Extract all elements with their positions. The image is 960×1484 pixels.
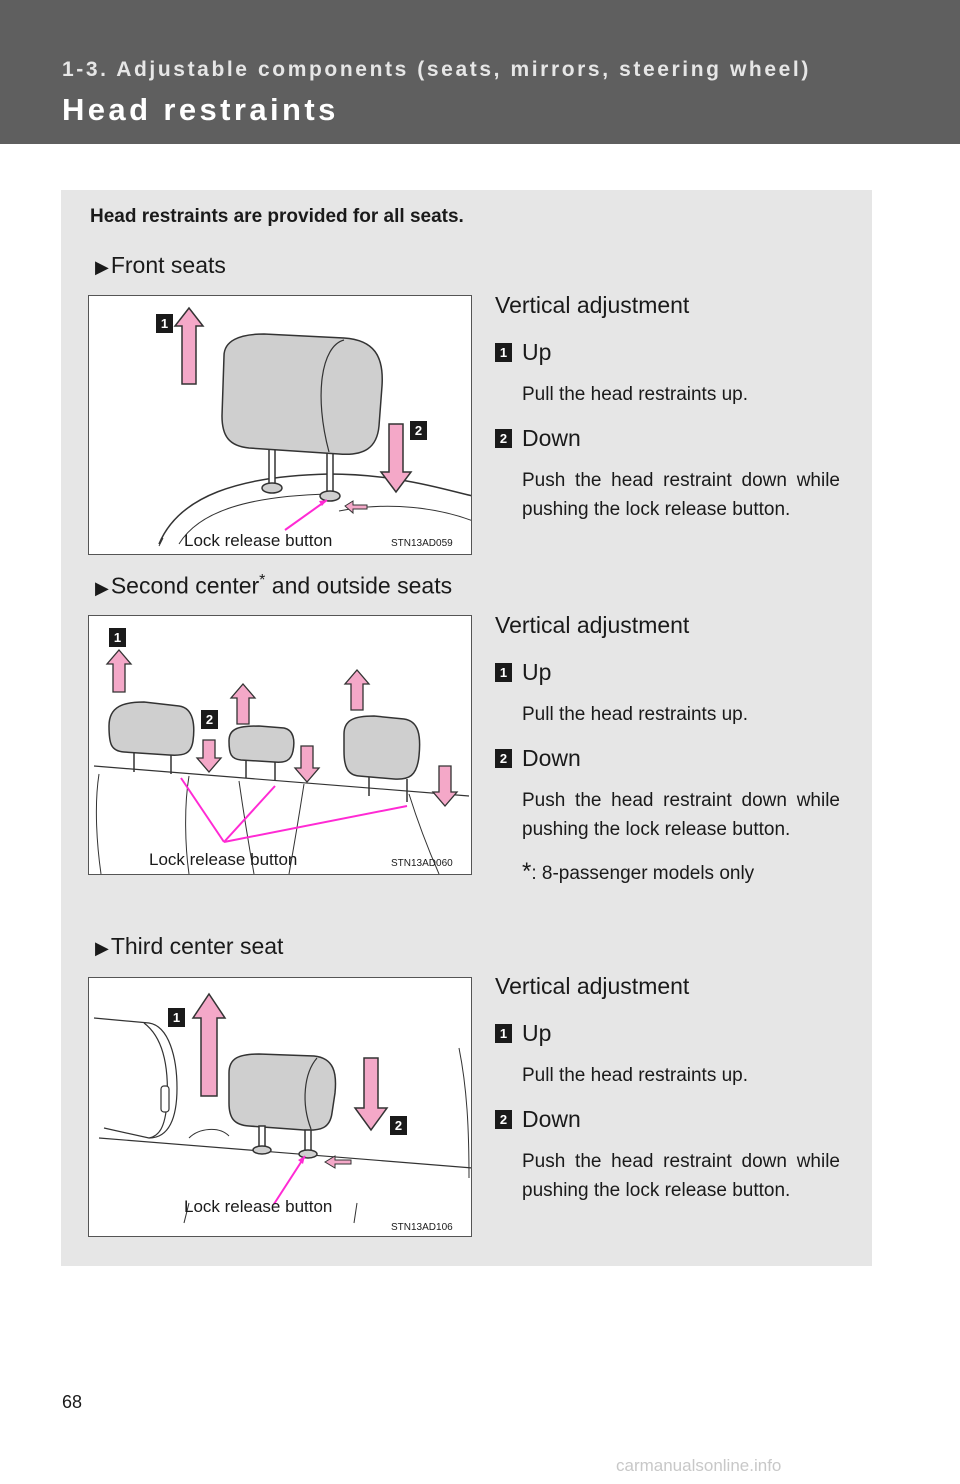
figure-code: STN13AD059 bbox=[391, 538, 453, 549]
asterisk: * bbox=[259, 572, 266, 589]
third-seat-description: Vertical adjustment 1 Up Pull the head r… bbox=[495, 973, 840, 1221]
lock-release-callout: Lock release button bbox=[184, 531, 333, 550]
chapter-title: 1-3. Adjustable components (seats, mirro… bbox=[62, 58, 811, 81]
number-1-badge: 1 bbox=[495, 663, 512, 682]
up-instruction: Pull the head restraints up. bbox=[522, 384, 749, 405]
vertical-adjustment-label: Vertical adjustment bbox=[495, 973, 690, 999]
section-heading-second-seats: ▶Second center* and outside seats bbox=[95, 572, 453, 599]
up-item: 1 Up bbox=[495, 1020, 840, 1047]
down-item: 2 Down bbox=[495, 1106, 840, 1133]
watermark: carmanualsonline.info bbox=[616, 1456, 782, 1475]
intro-text: Head restraints are provided for all sea… bbox=[90, 206, 464, 227]
second-seats-description: Vertical adjustment 1 Up Pull the head r… bbox=[495, 612, 840, 886]
triangle-icon: ▶ bbox=[95, 938, 109, 958]
section-heading-third-seat: ▶Third center seat bbox=[95, 933, 284, 959]
up-label: Up bbox=[522, 659, 552, 685]
number-2-badge: 2 bbox=[495, 1110, 512, 1129]
vertical-adjustment-label: Vertical adjustment bbox=[495, 612, 690, 638]
down-label: Down bbox=[522, 425, 581, 451]
number-2-badge: 2 bbox=[495, 429, 512, 448]
page-title: Head restraints bbox=[62, 92, 339, 127]
down-label: Down bbox=[522, 1106, 581, 1132]
up-instruction: Pull the head restraints up. bbox=[522, 704, 749, 725]
up-item: 1 Up bbox=[495, 339, 840, 366]
marker-2-badge: 2 bbox=[410, 421, 427, 440]
up-instruction: Pull the head restraints up. bbox=[522, 1065, 749, 1086]
footnote-asterisk: * bbox=[522, 858, 532, 885]
page-number: 68 bbox=[62, 1392, 83, 1412]
marker-1-badge: 1 bbox=[156, 314, 173, 333]
triangle-icon: ▶ bbox=[95, 577, 109, 598]
up-item: 1 Up bbox=[495, 659, 840, 686]
number-1-badge: 1 bbox=[495, 1024, 512, 1043]
footnote: *: 8-passenger models only bbox=[522, 858, 755, 885]
marker-2-badge: 2 bbox=[201, 710, 218, 729]
down-item: 2 Down bbox=[495, 745, 840, 772]
down-instruction: Push the head restraint down while pushi… bbox=[522, 1151, 840, 1201]
figure-third-seat: 1 2 Lock release button STN13AD106 bbox=[88, 977, 472, 1237]
number-2-badge: 2 bbox=[495, 749, 512, 768]
page-header: 1-3. Adjustable components (seats, mirro… bbox=[0, 0, 960, 144]
marker-1-badge: 1 bbox=[109, 628, 126, 647]
up-label: Up bbox=[522, 1020, 552, 1046]
lock-release-callout: Lock release button bbox=[184, 1197, 333, 1216]
figure-second-seats: 1 2 Lock release button STN13AD060 bbox=[88, 615, 472, 875]
section-heading-front-seats: ▶Front seats bbox=[95, 252, 226, 278]
down-label: Down bbox=[522, 745, 581, 771]
marker-2-badge: 2 bbox=[390, 1116, 407, 1135]
down-instruction: Push the head restraint down while pushi… bbox=[522, 790, 840, 840]
figure-code: STN13AD106 bbox=[391, 1222, 453, 1233]
vertical-adjustment-label: Vertical adjustment bbox=[495, 292, 690, 318]
down-item: 2 Down bbox=[495, 425, 840, 452]
number-1-badge: 1 bbox=[495, 343, 512, 362]
down-instruction: Push the head restraint down while pushi… bbox=[522, 470, 840, 520]
front-seats-description: Vertical adjustment 1 Up Pull the head r… bbox=[495, 292, 840, 540]
lock-release-callout: Lock release button bbox=[149, 850, 298, 869]
triangle-icon: ▶ bbox=[95, 257, 109, 277]
marker-1-badge: 1 bbox=[168, 1008, 185, 1027]
up-label: Up bbox=[522, 339, 552, 365]
figure-front-seats: 1 2 Lock release button STN13AD059 bbox=[88, 295, 472, 555]
figure-code: STN13AD060 bbox=[391, 858, 453, 869]
